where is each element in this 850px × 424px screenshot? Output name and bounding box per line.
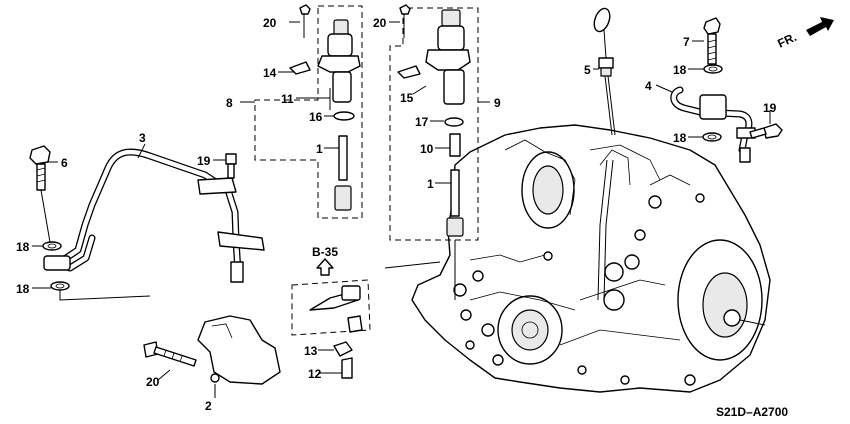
callout-1-a: 1: [316, 142, 323, 156]
sensor-assembly-8: [254, 4, 363, 219]
callout-13: 13: [304, 344, 318, 358]
dipstick-tube: [597, 159, 614, 301]
callout-20-b: 20: [373, 16, 387, 30]
callout-3: 3: [139, 131, 146, 145]
bolt-19-left: [225, 153, 237, 179]
washer-18-left-upper: [42, 241, 62, 251]
callout-16: 16: [309, 110, 323, 124]
callout-2: 2: [205, 399, 212, 413]
callout-20-c: 20: [146, 375, 160, 389]
transmission-case: [411, 124, 771, 393]
sensor-assembly-9: [389, 4, 479, 300]
callout-11: 11: [281, 92, 294, 106]
callout-19-a: 19: [763, 101, 777, 115]
front-arrow-icon: [806, 17, 834, 36]
front-direction-label: FR.: [775, 30, 798, 51]
callout-14: 14: [263, 66, 277, 80]
callout-18-b: 18: [673, 131, 687, 145]
washer-18-upper: [703, 64, 723, 74]
bolt-19-right: [749, 123, 783, 139]
callout-17: 17: [415, 115, 429, 129]
callout-10: 10: [420, 142, 434, 156]
callout-1-b: 1: [427, 177, 434, 191]
washer-18-lower: [702, 132, 722, 142]
atf-pipe-3: [43, 148, 265, 283]
callout-5: 5: [584, 63, 591, 77]
callout-12: 12: [308, 367, 322, 381]
washer-18-left-lower: [50, 281, 70, 291]
diagram-code: S21D–A2700: [716, 405, 788, 419]
callout-7: 7: [683, 35, 690, 49]
callout-19-b: 19: [197, 154, 211, 168]
shift-cable-group: [291, 279, 371, 379]
callout-8: 8: [226, 96, 233, 110]
bolt-6: [29, 145, 52, 249]
callout-20-a: 20: [263, 16, 277, 30]
banjo-fitting: [699, 94, 727, 120]
bolt-7: [703, 17, 721, 65]
callout-18-a: 18: [673, 63, 687, 77]
callout-labels: 20 14 8 11 16 1 20 15 9 17 10 1 5 7 18 4…: [16, 16, 799, 419]
callout-18-d: 18: [16, 282, 30, 296]
reference-arrow: [316, 258, 334, 276]
bracket-2: [197, 315, 281, 398]
callout-18-c: 18: [16, 240, 30, 254]
leader-lines: [32, 21, 771, 381]
dipstick: [593, 7, 616, 136]
bolt-20-bottom: [143, 341, 197, 367]
callout-4: 4: [645, 79, 652, 93]
callout-15: 15: [400, 91, 414, 105]
reference-label: B-35: [312, 245, 338, 259]
callout-9: 9: [494, 96, 501, 110]
callout-6: 6: [61, 156, 68, 170]
